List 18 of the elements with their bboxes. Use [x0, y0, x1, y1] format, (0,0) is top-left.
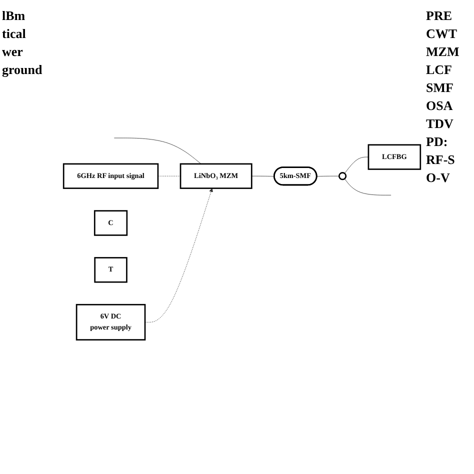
legend-abbreviation: TDV [426, 116, 454, 132]
legend-abbreviation: PRE [426, 8, 453, 24]
annotation-text: ground [2, 62, 44, 78]
annotation-text: lBm [2, 8, 26, 24]
legend-abbreviation: RF-S [426, 152, 456, 168]
annotation-text: tical [2, 26, 27, 42]
legend-abbreviation: CWT [426, 26, 458, 42]
connector [344, 156, 369, 174]
legend-abbreviation: SMF [426, 80, 454, 96]
legend-abbreviation: LCF [426, 62, 453, 78]
legend-abbreviation: MZM [426, 44, 460, 60]
connector [114, 138, 202, 164]
connector [344, 178, 392, 196]
legend-abbreviation: PD: [426, 134, 449, 150]
legend-abbreviation: OSA [426, 98, 454, 114]
node-circle [338, 172, 347, 180]
annotation-text: wer [2, 44, 24, 60]
legend-abbreviation: O-V [426, 170, 451, 186]
